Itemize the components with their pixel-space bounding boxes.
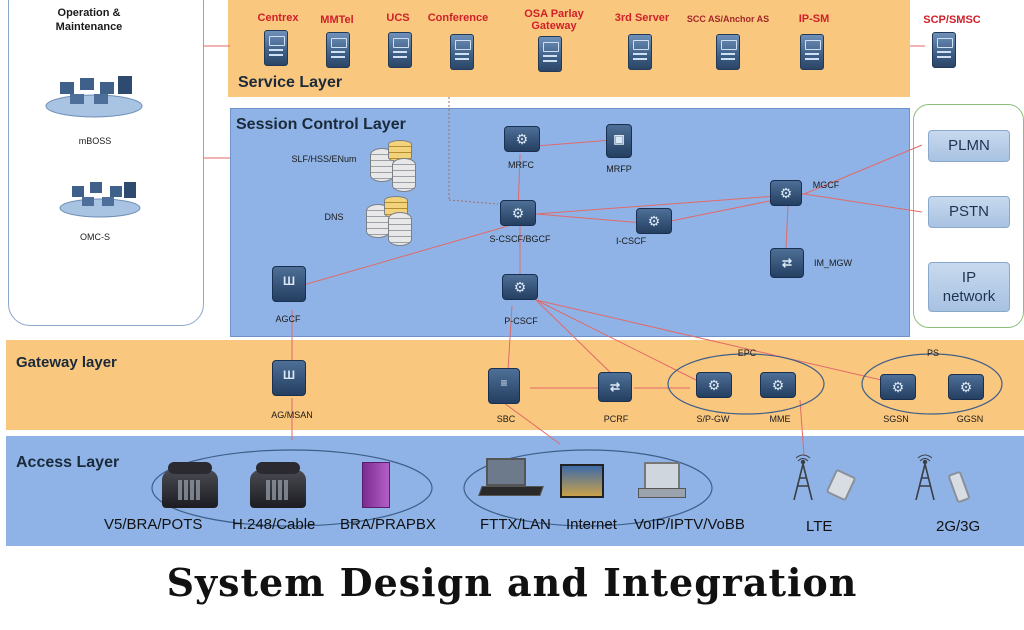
session-control-layer-title: Session Control Layer [236,116,406,133]
ip-sm-server-icon [800,34,824,70]
access-2g-3g-label: 2G/3G [936,518,981,535]
ag-msan-label: AG/MSAN [271,410,313,420]
tv-icon [560,464,604,498]
ggsn-label: GGSN [956,414,984,424]
ps-group-label: PS [926,348,939,358]
i-cscf-node-icon: ⚙ [636,208,672,234]
gateway-layer-title: Gateway layer [16,354,117,371]
access-voip-iptv-vobb-label: VoIP/IPTV/VoBB [634,516,745,533]
2g-3g-tower-icon [915,454,935,500]
osa-parlay-server-icon [538,36,562,72]
laptop-icon [486,458,526,486]
mme-node-icon: ⚙ [760,372,796,398]
mgcf-node-icon: ⚙ [770,180,802,206]
agcf-label: AGCF [275,314,301,324]
mboss-cluster-icon [44,74,144,118]
voip-terminal-icon [644,462,680,490]
laptop-base-icon [478,486,544,496]
cable-phone-icon [250,462,306,508]
s-cscf-node-icon: ⚙ [500,200,536,226]
scc-as-server-icon [716,34,740,70]
service-layer-title: Service Layer [238,74,343,91]
operation-maintenance-panel [8,0,204,326]
service-node-ip-sm-label: IP-SM [798,13,830,25]
scp-smsc-label: SCP/SMSC [923,14,981,26]
ggsn-node-icon: ⚙ [948,374,984,400]
omc-cluster-icon [58,180,142,218]
access-lte-label: LTE [806,518,833,535]
epc-group-label: EPC [737,348,757,358]
access-fttx-lan-label: FTTX/LAN [480,516,551,533]
service-node-conference-label: Conference [427,12,489,24]
access-bra-prapbx-label: BRA/PRAPBX [340,516,436,533]
access-v5-bra-pots-label: V5/BRA/POTS [104,516,203,533]
mrfp-node-icon: ▣ [606,124,632,158]
pcrf-node-icon: ⇄ [598,372,632,402]
access-h248-cable-label: H.248/Cable [232,516,316,533]
sbc-label: SBC [496,414,516,424]
s-p-gw-node-icon: ⚙ [696,372,732,398]
im-mgw-node-icon: ⇄ [770,248,804,278]
scp-smsc-server-icon [932,32,956,68]
conference-server-icon [450,34,474,70]
ag-msan-node-icon: Ш [272,360,306,396]
lte-tower-icon [793,454,813,500]
dns-database-icon-3 [388,212,412,246]
pabx-icon [362,462,390,508]
ucs-server-icon [388,32,412,68]
service-node-osa-parlay-label: OSA Parlay Gateway [524,8,584,32]
im-mgw-label: IM_MGW [814,258,852,268]
dns-label: DNS [324,212,344,222]
sgsn-label: SGSN [883,414,909,424]
omc-s-label: OMC-S [80,232,110,242]
3rd-server-icon [628,34,652,70]
agcf-node-icon: Ш [272,266,306,302]
mboss-label: mBOSS [78,136,112,146]
sgsn-node-icon: ⚙ [880,374,916,400]
centrex-server-icon [264,30,288,66]
mme-label: MME [769,414,791,424]
pstn-network: PSTN [928,196,1010,228]
voip-terminal-base-icon [638,488,686,498]
p-cscf-label: P-CSCF [504,316,538,326]
service-node-ucs-label: UCS [386,12,410,24]
s-cscf-bgcf-label: S-CSCF/BGCF [489,234,551,244]
service-node-centrex-label: Centrex [257,12,299,24]
s-p-gw-label: S/P-GW [696,414,730,424]
pcrf-label: PCRF [603,414,629,424]
slf-database-icon-3 [392,158,416,192]
operation-maintenance-title: Operation & Maintenance [55,7,123,33]
i-cscf-label: I-CSCF [616,236,646,246]
service-node-scc-as-label: SCC AS/Anchor AS [686,14,770,24]
plmn-network: PLMN [928,130,1010,162]
session-control-layer-band [230,108,910,337]
caption-title: System Design and Integration [166,560,858,605]
pots-phone-icon [162,462,218,508]
mrfc-label: MRFC [508,160,534,170]
mrfc-node-icon: ⚙ [504,126,540,152]
service-node-3rd-server-label: 3rd Server [614,12,670,24]
access-layer-title: Access Layer [16,454,120,471]
mmtel-server-icon [326,32,350,68]
ip-network: IP network [928,262,1010,312]
mgcf-label: MGCF [812,180,840,190]
service-node-mmtel-label: MMTel [320,14,354,26]
sbc-node-icon: ≡ [488,368,520,404]
access-internet-label: Internet [566,516,617,533]
slf-hss-enum-label: SLF/HSS/ENum [291,154,357,164]
p-cscf-node-icon: ⚙ [502,274,538,300]
mrfp-label: MRFP [606,164,632,174]
